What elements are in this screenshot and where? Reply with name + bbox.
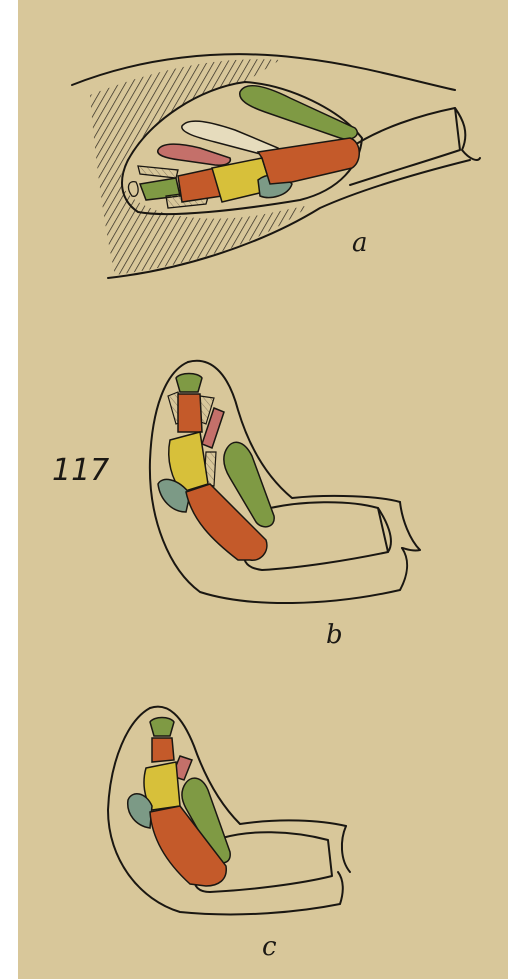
bone-teal-c <box>128 794 152 828</box>
bone-top-b <box>176 374 202 393</box>
label-c: c <box>262 934 277 960</box>
bone-pink-a <box>158 144 231 165</box>
figure-number: 117 <box>52 456 109 486</box>
drawing-a <box>72 54 480 278</box>
drawing-b <box>150 361 420 603</box>
wrist-b-2 <box>400 502 420 551</box>
outline-b-top <box>188 361 400 502</box>
bone-hatched-small-a <box>138 166 178 178</box>
bone-top-c <box>150 718 174 737</box>
wrist-c <box>342 826 350 872</box>
forearm-a <box>350 108 460 185</box>
label-b: b <box>326 622 343 648</box>
drawing-c <box>108 707 350 915</box>
claw-a <box>129 182 139 197</box>
label-a: a <box>352 230 368 256</box>
bone-orange-upper-b <box>178 394 202 432</box>
bone-orange-upper-c <box>152 738 174 762</box>
